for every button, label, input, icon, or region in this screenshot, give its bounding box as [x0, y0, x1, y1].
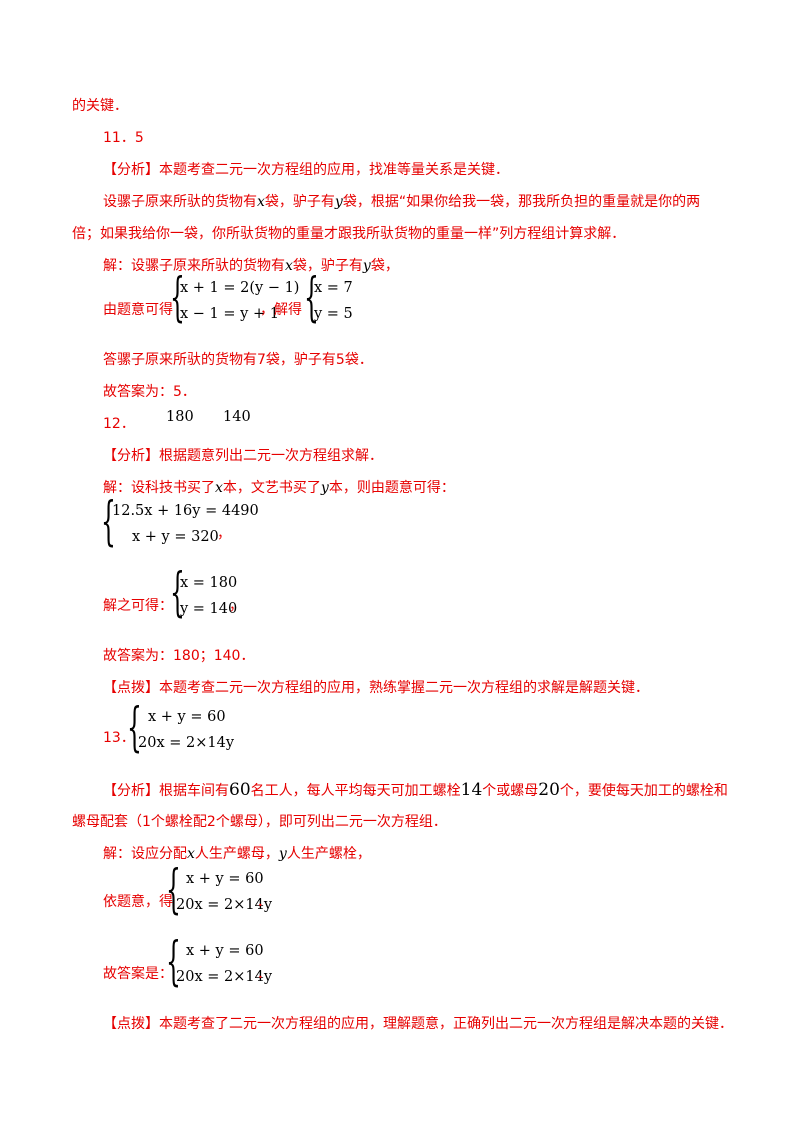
math-var: y [334, 194, 343, 210]
text-span: 个或螺母 [482, 783, 539, 799]
tip-13: 【点拨】本题考查了二元一次方程组的应用，理解题意，正确列出二元一次方程组是解决本… [103, 1016, 733, 1032]
equation: 12.5x + 16y = 4490 [112, 503, 259, 519]
equation-system-6: x + y = 60 20x = 2×14y [176, 866, 272, 918]
analysis-12: 【分析】根据题意列出二元一次方程组求解． [103, 448, 383, 464]
text-span: 依题意，得 [103, 894, 173, 910]
text-span: 设骡子原来所驮的货物有 [103, 194, 257, 210]
equation: x + y = 60 [186, 871, 264, 887]
brace: { [101, 492, 116, 552]
text-span: 袋， [370, 258, 399, 274]
math-var: x [215, 480, 223, 496]
text-line: 螺母配套（1个螺栓配2个螺母），即可列出二元一次方程组． [72, 814, 447, 830]
math-var: y [278, 846, 287, 862]
text-span: 个，要使每天加工的螺栓和 [559, 783, 728, 799]
equation: 20x = 2×14y [176, 969, 273, 985]
text-line: 的关键． [72, 98, 128, 114]
equation: x = 180 [180, 575, 238, 591]
number: 20 [538, 780, 560, 800]
answer-value: 140 [223, 409, 251, 425]
equation: x + 1 = 2(y − 1) [180, 280, 300, 296]
text-span: 【分析】根据车间有 [103, 783, 229, 799]
text-line: 由题意可得 [103, 302, 173, 318]
text-span: ， [217, 526, 231, 542]
text-line: 故答案为：180；140． [103, 648, 255, 664]
text-span: 袋，根据“如果你给我一袋，那我所负担的重量就是你的两 [342, 194, 701, 210]
text-line: 解：设科技书买了x本，文艺书买了y本，则由题意可得： [103, 478, 455, 498]
text-line: 设骡子原来所驮的货物有x袋，驴子有y袋，根据“如果你给我一袋，那我所负担的重量就… [103, 192, 700, 212]
equation-system-7: x + y = 60 20x = 2×14y [176, 938, 272, 990]
text-span: 解：设骡子原来所驮的货物有 [103, 258, 285, 274]
text-line: 故答案为：5． [103, 384, 196, 400]
brace: { [170, 563, 185, 623]
text-span: 故答案是： [103, 966, 173, 982]
text-span: ，解得 [260, 302, 302, 318]
brace: { [304, 268, 319, 328]
text-line: 倍；如果我给你一袋，你所驮货物的重量才跟我所驮货物的重量一样”列方程组计算求解． [72, 226, 626, 242]
text-span: 人生产螺栓， [286, 846, 371, 862]
math-var: y [362, 258, 371, 274]
brace: { [127, 698, 142, 758]
equation: y = 140 [180, 601, 238, 617]
text-line: 解：设应分配x人生产螺母，y人生产螺栓， [103, 844, 371, 864]
text-span: 解：设科技书买了 [103, 480, 215, 496]
brace: { [170, 268, 185, 328]
math-var: x [285, 258, 293, 274]
math-var: x [187, 846, 195, 862]
equation-system-1: x + 1 = 2(y − 1) x − 1 = y + 1 [180, 275, 299, 327]
answer-number-13: 13． [103, 730, 135, 746]
text-span: 本，则由题意可得： [328, 480, 455, 496]
text-line: 答骡子原来所驮的货物有7袋，驴子有5袋． [103, 352, 373, 368]
equation: x + y = 60 [148, 709, 226, 725]
answer-number-12: 12． [103, 416, 135, 432]
equation: 20x = 2×14y [176, 897, 273, 913]
text-span: 本，文艺书买了 [222, 480, 321, 496]
text-span: 袋，驴子有 [264, 194, 335, 210]
number: 60 [229, 780, 251, 800]
number: 14 [460, 780, 483, 800]
text-span: ． [257, 966, 271, 982]
answer-number-11: 11．5 [103, 130, 144, 146]
analysis-13: 【分析】根据车间有60名工人，每人平均每天可加工螺栓14个或螺母20个，要使每天… [103, 780, 728, 801]
equation: x + y = 320 [132, 529, 219, 545]
equation: x = 7 [314, 280, 353, 296]
equation-system-4: x = 180 y = 140 [180, 570, 237, 622]
equation: y = 5 [314, 306, 353, 322]
text-span: ． [257, 894, 271, 910]
brace: { [166, 860, 181, 920]
brace: { [166, 932, 181, 992]
text-line: 解：设骡子原来所驮的货物有x袋，驴子有y袋， [103, 256, 399, 276]
math-var: x [257, 194, 265, 210]
text-span: 名工人，每人平均每天可加工螺栓 [250, 783, 461, 799]
text-span: 解：设应分配 [103, 846, 187, 862]
text-span: ， [229, 598, 243, 614]
text-span: 人生产螺母， [194, 846, 279, 862]
equation: x − 1 = y + 1 [180, 306, 279, 322]
text-span: 袋，驴子有 [292, 258, 363, 274]
equation-system-3: 12.5x + 16y = 4490 x + y = 320 [112, 498, 259, 550]
equation: 20x = 2×14y [138, 735, 235, 751]
equation-system-5: x + y = 60 20x = 2×14y [138, 704, 234, 756]
analysis-11: 【分析】本题考查二元一次方程组的应用，找准等量关系是关键． [103, 162, 509, 178]
equation: x + y = 60 [186, 943, 264, 959]
tip-12: 【点拨】本题考查二元一次方程组的应用，熟练掌握二元一次方程组的求解是解题关键． [103, 680, 649, 696]
math-var: y [320, 480, 329, 496]
equation-system-2: x = 7 y = 5 [314, 275, 353, 327]
text-span: 解之可得： [103, 598, 173, 614]
answer-value: 180 [166, 409, 194, 425]
